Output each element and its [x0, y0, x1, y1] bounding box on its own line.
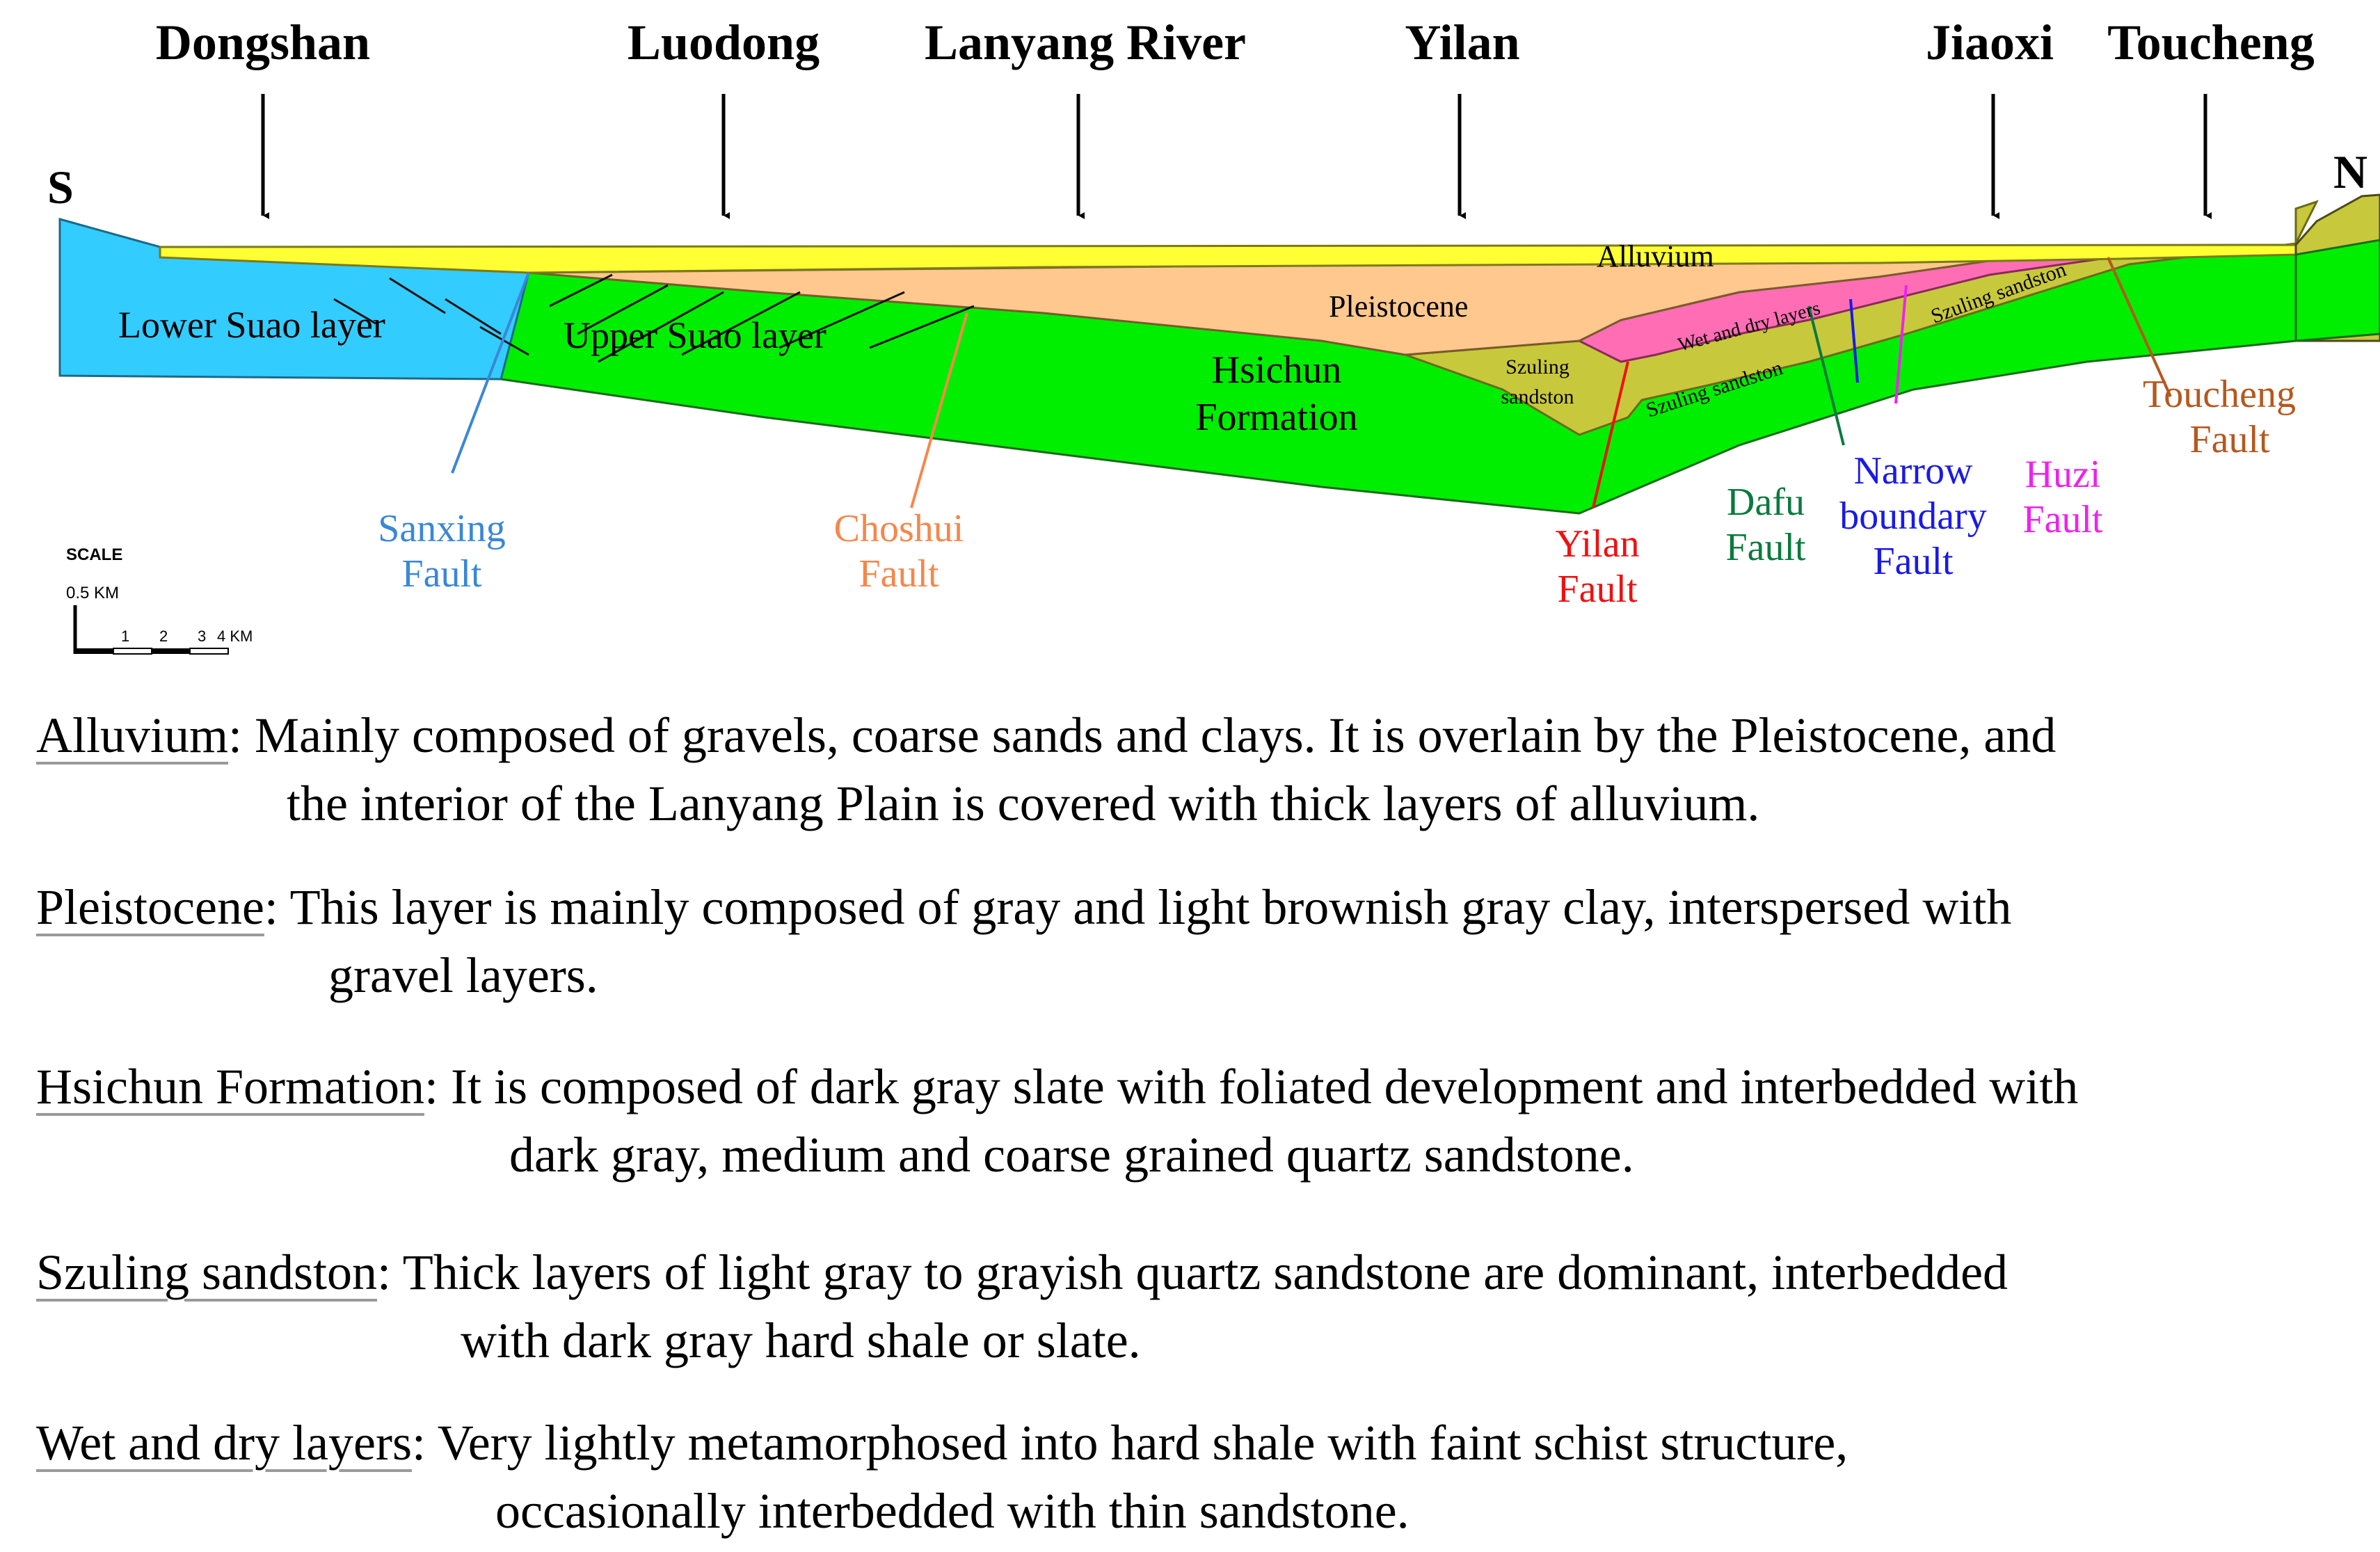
fault-label-huzi-1: Huzi: [2025, 453, 2101, 496]
scale-tick-3: 3: [198, 627, 206, 645]
legend-szuling: Szuling sandston: Thick layers of light …: [36, 1238, 2008, 1375]
layer-label-alluvium: Alluvium: [1597, 239, 1714, 273]
layer-label-hsichun-1: Hsichun: [1212, 349, 1342, 392]
legend-description-line2: occasionally interbedded with thin sands…: [495, 1483, 1409, 1539]
hatching: [333, 273, 975, 363]
legend-term: Pleistocene: [36, 879, 264, 935]
sanxing-fault-line: [451, 272, 530, 474]
layer-label-lower-suao: Lower Suao layer: [118, 304, 385, 346]
narrow-fault-line: [1849, 298, 1859, 383]
town-label-lanyang-river: Lanyang River: [925, 15, 1246, 70]
town-labels: Dongshan Luodong Lanyang River Yilan Jia…: [156, 15, 2315, 70]
legend-term: Alluvium: [36, 707, 229, 763]
fault-label-yilan-1: Yilan: [1555, 522, 1639, 566]
direction-south: S: [47, 161, 74, 214]
legend-term: Hsichun Formation: [36, 1059, 424, 1114]
yilan-fault-line: [1592, 361, 1629, 509]
fault-lines: [451, 257, 2172, 509]
layer-label-szuling-west-2: sandston: [1501, 385, 1574, 408]
fault-label-narrow-1: Narrow: [1853, 449, 1973, 493]
scale-vertical-label: 0.5 KM: [66, 584, 119, 602]
scale-tick-4: 4 KM: [217, 627, 253, 645]
layer-label-upper-suao: Upper Suao layer: [564, 314, 826, 356]
fault-label-dafu-2: Fault: [1725, 526, 1806, 569]
legend-hsichun: Hsichun Formation: It is composed of dar…: [36, 1053, 2078, 1189]
scale-bar: SCALE 0.5 KM 1 2 3 4 KM: [66, 545, 253, 655]
fault-label-dafu-1: Dafu: [1727, 481, 1805, 524]
fault-label-yilan-2: Fault: [1557, 568, 1638, 611]
legend-description-line2: with dark gray hard shale or slate.: [461, 1313, 1141, 1368]
lower-suao-layer-area: [58, 218, 530, 381]
dafu-fault-line: [1807, 305, 1845, 446]
town-label-yilan: Yilan: [1405, 15, 1519, 70]
legend-description: : Mainly composed of gravels, coarse san…: [228, 707, 2056, 763]
town-label-toucheng: Toucheng: [2107, 15, 2314, 70]
fault-label-sanxing-1: Sanxing: [378, 507, 506, 550]
fault-label-toucheng-1: Toucheng: [2143, 373, 2296, 416]
choshui-fault-line: [910, 312, 968, 509]
fault-label-toucheng-2: Fault: [2189, 418, 2270, 461]
scale-tick-2: 2: [159, 627, 168, 645]
legend-description: : Thick layers of light gray to grayish …: [377, 1245, 2008, 1300]
geology-layers: [58, 193, 2380, 515]
fault-label-choshui-1: Choshui: [834, 507, 964, 550]
north-hill-green: [2294, 239, 2380, 342]
legend-term: Szuling sandston: [36, 1245, 378, 1300]
legend-term: Wet and dry layers: [36, 1415, 412, 1471]
scale-tick-1: 1: [121, 627, 129, 645]
town-label-luodong: Luodong: [628, 15, 820, 70]
legend-pleistocene: Pleistocene: This layer is mainly compos…: [36, 873, 2011, 1009]
fault-labels: Sanxing Fault Choshui Fault Yilan Fault …: [378, 373, 2296, 611]
fault-label-sanxing-2: Fault: [401, 552, 482, 595]
legend-description: : It is composed of dark gray slate with…: [424, 1059, 2079, 1114]
town-label-dongshan: Dongshan: [156, 15, 370, 70]
layer-label-szuling-west-1: Szuling: [1506, 355, 1570, 378]
huzi-fault-line: [1894, 285, 1908, 404]
layer-label-pleistocene: Pleistocene: [1329, 289, 1468, 323]
legend-wet-dry: Wet and dry layers: Very lightly metamor…: [36, 1409, 1848, 1545]
toucheng-fault-line: [2107, 257, 2172, 397]
legend-description: : This layer is mainly composed of gray …: [264, 879, 2012, 935]
legend-alluvium: Alluvium: Mainly composed of gravels, co…: [36, 701, 2056, 838]
town-arrows: [261, 94, 2212, 219]
legend-description: : Very lightly metamorphosed into hard s…: [412, 1415, 1848, 1471]
town-label-jiaoxi: Jiaoxi: [1926, 15, 2054, 70]
fault-label-huzi-2: Fault: [2022, 498, 2103, 541]
legend-description-line2: dark gray, medium and coarse grained qua…: [509, 1127, 1634, 1183]
fault-label-narrow-2: boundary: [1839, 495, 1987, 538]
fault-label-narrow-3: Fault: [1873, 540, 1954, 583]
scale-title: SCALE: [66, 545, 122, 564]
legend-description-line2: the interior of the Lanyang Plain is cov…: [287, 776, 1760, 831]
fault-label-choshui-2: Fault: [858, 552, 939, 595]
direction-north: N: [2333, 145, 2367, 198]
legend-description-line2: gravel layers.: [328, 947, 598, 1003]
layer-label-hsichun-2: Formation: [1195, 396, 1357, 439]
